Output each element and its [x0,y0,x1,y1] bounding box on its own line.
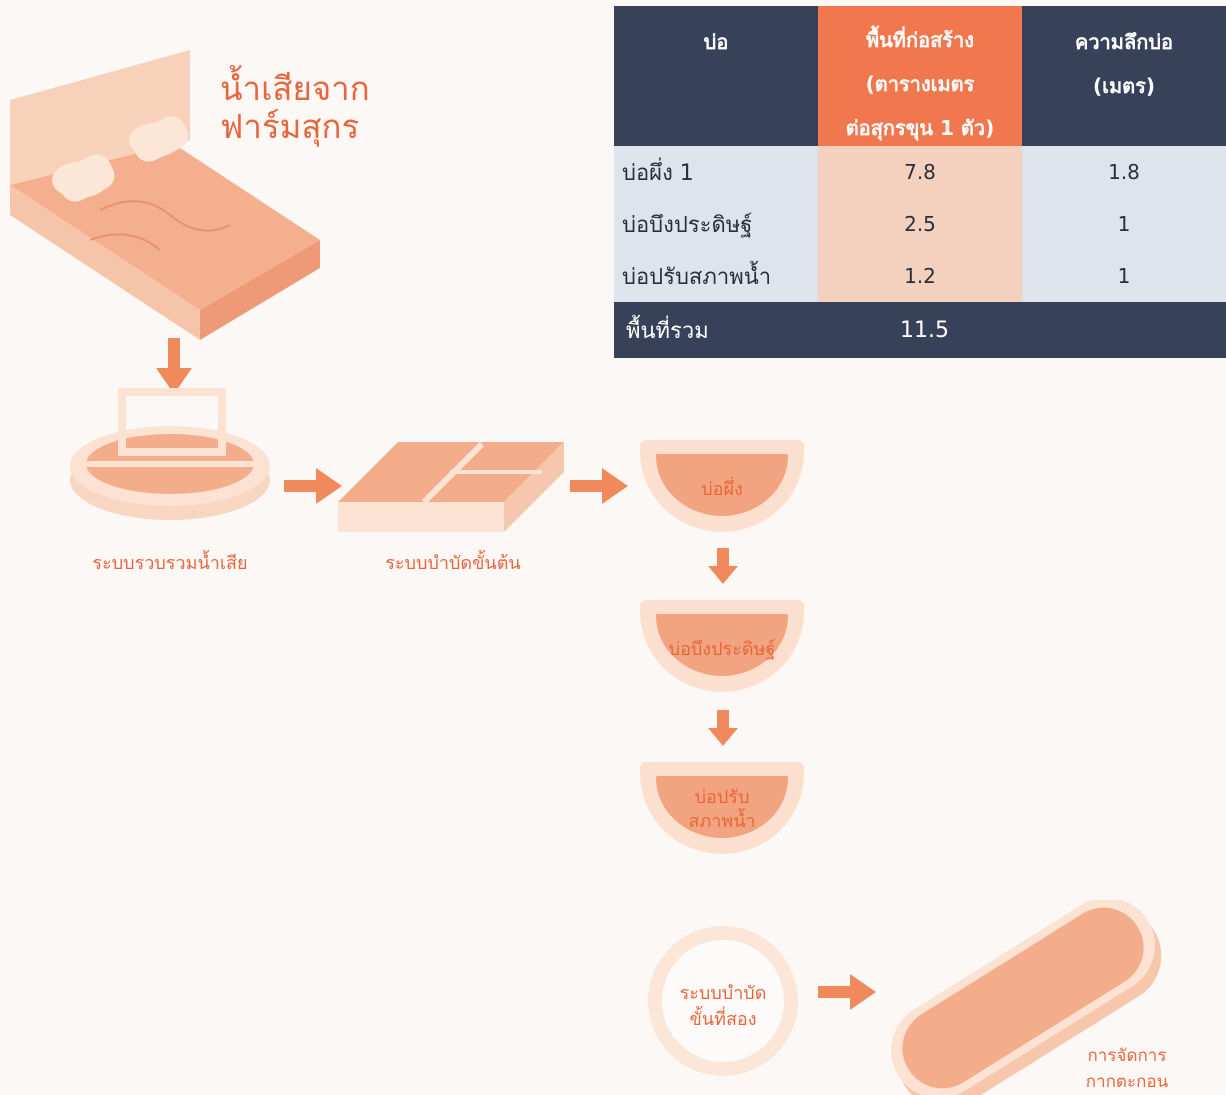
sludge-label-line2: กากตะกอน [1085,1072,1169,1092]
primary-label: ระบบบำบัดขั้นต้น [385,553,521,574]
pig-farm-illustration [10,50,320,340]
table-header-area: พื้นที่ก่อสร้าง (ตารางเมตร ต่อสุกรขุน 1 … [818,6,1022,146]
secondary-label-line1: ระบบบำบัด [679,983,767,1004]
pond1-label: บ่อผึ่ง [701,479,743,500]
primary-treatment-illustration [338,441,564,532]
pond-facultative: บ่อผึ่ง [640,440,804,532]
table-footer: พื้นที่รวม 11.5 [614,302,1226,358]
pond3-label-line2: สภาพน้ำ [688,811,756,832]
footer-label: พื้นที่รวม [626,318,709,344]
arrow-down-icon [156,338,192,394]
title-line-2: ฟาร์มสุกร [220,107,360,146]
collection-tank-illustration [70,388,270,520]
table-row-2-area: 2.5 [818,198,1022,250]
title-line-1: น้ำเสียจาก [220,69,370,108]
pond-table: บ่อ พื้นที่ก่อสร้าง (ตารางเมตร ต่อสุกรขุ… [614,6,1226,358]
table-header-depth: ความลึกบ่อ (เมตร) [1022,6,1226,146]
arrow-down-icon [708,548,738,584]
table-row-2-depth: 1 [1022,198,1226,250]
header-pond-label: บ่อ [703,30,729,54]
collection-label: ระบบรวบรวมน้ำเสีย [92,553,248,574]
header-area-line1: พื้นที่ก่อสร้าง [865,28,975,52]
arrow-right-icon [284,468,342,504]
pond2-label: บ่อบึงประดิษฐ์ [668,639,776,660]
table-row-3-name: บ่อปรับสภาพน้ำ [614,250,818,302]
sludge-label-line1: การจัดการ [1087,1046,1167,1066]
footer-value: 11.5 [900,317,949,343]
table-row-1-area: 7.8 [818,146,1022,198]
header-depth-line1: ความลึกบ่อ [1074,30,1174,54]
table-row-2-name: บ่อบึงประดิษฐ์ [614,198,818,250]
arrow-right-icon [570,468,628,504]
pond-water-conditioning: บ่อปรับ สภาพน้ำ [640,762,804,854]
arrow-right-icon [818,974,876,1010]
pond3-label-line1: บ่อปรับ [694,787,750,808]
header-depth-line2: (เมตร) [1092,74,1156,98]
pond-constructed-wetland: บ่อบึงประดิษฐ์ [640,600,804,692]
table-row-1-name: บ่อผึ่ง 1 [614,146,818,198]
table-header-pond: บ่อ [614,6,818,146]
arrow-down-icon [708,710,738,746]
sludge-bed-illustration [891,900,1162,1095]
header-area-line2: (ตารางเมตร [865,72,975,96]
table-row-1-depth: 1.8 [1022,146,1226,198]
table-row-3-depth: 1 [1022,250,1226,302]
secondary-label-line2: ขั้นที่สอง [689,1009,757,1030]
table-row-3-area: 1.2 [818,250,1022,302]
header-area-line3: ต่อสุกรขุน 1 ตัว) [845,116,995,140]
